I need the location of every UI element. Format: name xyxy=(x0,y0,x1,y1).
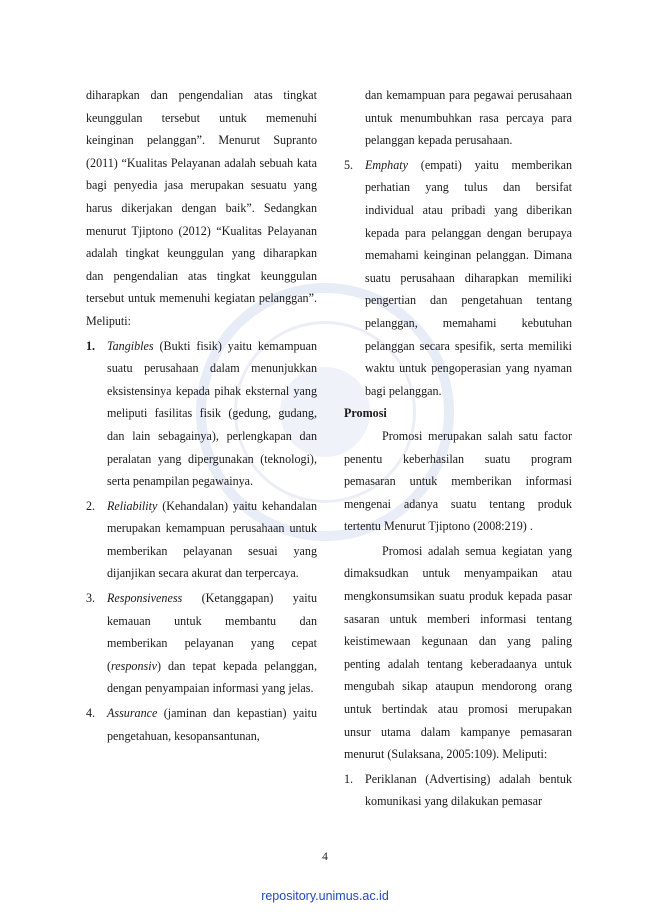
intro-paragraph: diharapkan dan pengendalian atas tingkat… xyxy=(86,88,317,328)
seal-emblem xyxy=(280,367,370,457)
section-heading-promosi: Promosi xyxy=(344,406,387,421)
list-number: 2. xyxy=(86,498,96,513)
footer-repository-link[interactable]: repository.unimus.ac.id xyxy=(261,889,389,903)
term-emphaty: Emphaty xyxy=(365,157,408,172)
item-text: (Bukti fisik) yaitu kemampuan suatu peru… xyxy=(107,338,317,489)
item-text: ) dan tepat kepada pelanggan, dengan pen… xyxy=(107,658,317,696)
list-number: 3. xyxy=(86,591,96,606)
item-text: Periklanan (Advertising) adalah bentuk k… xyxy=(365,771,572,809)
list-item-reliability: 2. Reliability (Kehandalan) yaitu kehand… xyxy=(86,495,317,585)
list-item-tangibles: 1. Tangibles (Bukti fisik) yaitu kemampu… xyxy=(86,335,317,493)
term-responsiv: responsiv xyxy=(111,658,157,673)
item-text: (jaminan dan kepastian) yaitu pengetahua… xyxy=(107,706,317,743)
item-text: (Ketanggapan) yaitu kemauan untuk memban… xyxy=(107,591,317,673)
page-number: 4 xyxy=(322,851,328,863)
right-column: dan kemampuan para pegawai perusahaan un… xyxy=(344,84,572,813)
list-item-responsiveness: 3. Responsiveness (Ketanggapan) yaitu ke… xyxy=(86,587,317,700)
item-text: (empati) yaitu memberikan perhatian yang… xyxy=(365,157,572,398)
seal-inner-ring xyxy=(234,321,416,503)
list-number: 1. xyxy=(86,338,96,353)
promosi-paragraph-2: Promosi adalah semua kegiatan yang dimak… xyxy=(344,543,572,762)
term-reliability: Reliability xyxy=(107,498,158,513)
list-number: 5. xyxy=(344,157,354,172)
term-tangibles: Tangibles xyxy=(107,338,154,353)
item-text: dan kemampuan para pegawai perusahaan un… xyxy=(365,88,572,148)
term-responsiveness: Responsiveness xyxy=(107,591,183,606)
list-item-emphaty: 5. Emphaty (empati) yaitu memberikan per… xyxy=(344,154,572,403)
list-item-assurance-continued: dan kemampuan para pegawai perusahaan un… xyxy=(344,84,572,152)
term-assurance: Assurance xyxy=(107,706,158,721)
list-item-periklanan: 1. Periklanan (Advertising) adalah bentu… xyxy=(344,768,572,813)
list-number: 4. xyxy=(86,706,96,721)
promosi-paragraph-1: Promosi merupakan salah satu factor pene… xyxy=(344,428,572,534)
item-text: (Kehandalan) yaitu kehandalan merupakan … xyxy=(107,498,317,581)
university-seal-watermark xyxy=(196,283,454,541)
left-column: diharapkan dan pengendalian atas tingkat… xyxy=(86,84,317,747)
list-item-assurance: 4. Assurance (jaminan dan kepastian) yai… xyxy=(86,702,317,747)
list-number: 1. xyxy=(344,771,354,786)
